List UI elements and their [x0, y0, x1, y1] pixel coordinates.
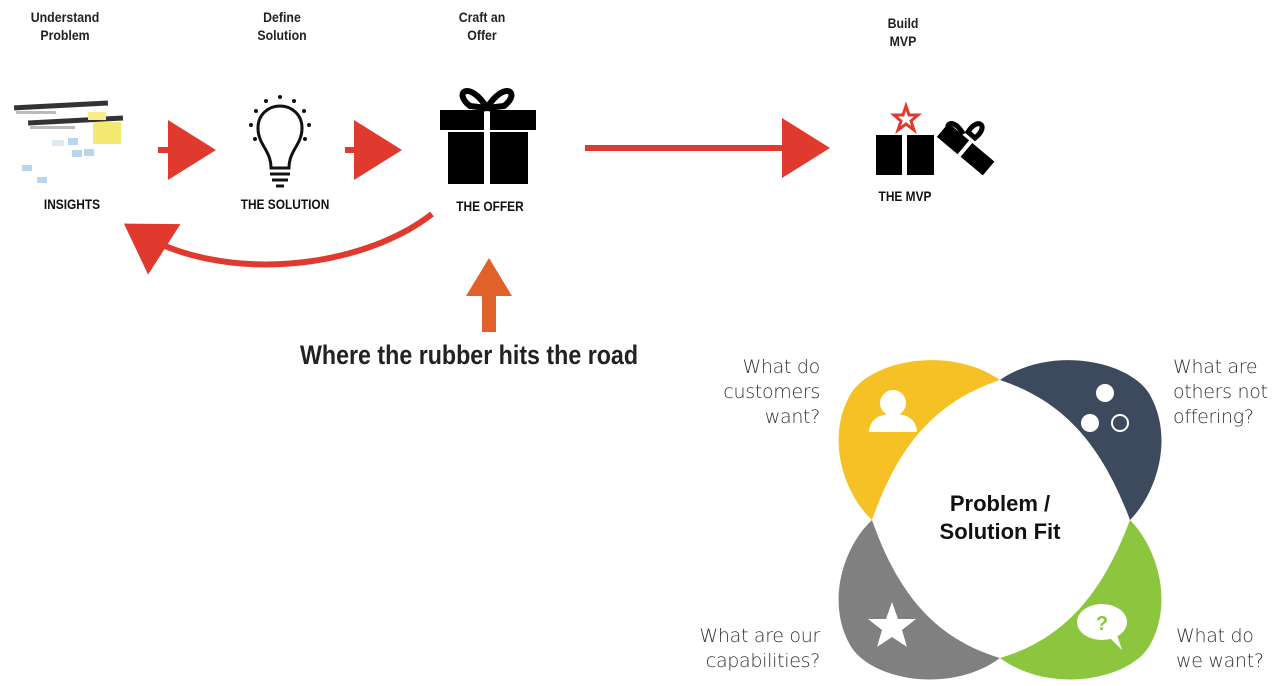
question-line: What are: [1173, 355, 1276, 380]
question-line: What do: [1176, 624, 1274, 649]
question-line: customers: [700, 380, 820, 405]
center-line: Problem /: [900, 490, 1100, 518]
arrow-offer-back-to-insights: [134, 214, 432, 264]
question-line: offering?: [1173, 405, 1276, 430]
question-line: we want?: [1176, 649, 1274, 674]
question-line: capabilities?: [680, 649, 820, 674]
question-line: What are our: [680, 624, 820, 649]
fit-center-label: Problem / Solution Fit: [900, 490, 1100, 546]
mvp-gift-icon: [876, 106, 994, 175]
lightbulb-icon: [249, 95, 311, 186]
svg-text:?: ?: [1096, 613, 1108, 635]
question-customers: What do customers want?: [700, 355, 820, 430]
gift-box-icon: [440, 91, 536, 184]
sticky-notes-icon: [14, 100, 123, 183]
orange-up-arrow: [466, 258, 512, 332]
question-line: others not: [1173, 380, 1276, 405]
question-we-want: What do we want?: [1176, 624, 1274, 674]
question-line: want?: [700, 405, 820, 430]
center-line: Solution Fit: [900, 518, 1100, 546]
callout-text: Where the rubber hits the road: [300, 340, 638, 371]
question-line: What do: [700, 355, 820, 380]
question-others: What are others not offering?: [1173, 355, 1276, 430]
question-capabilities: What are our capabilities?: [680, 624, 820, 674]
